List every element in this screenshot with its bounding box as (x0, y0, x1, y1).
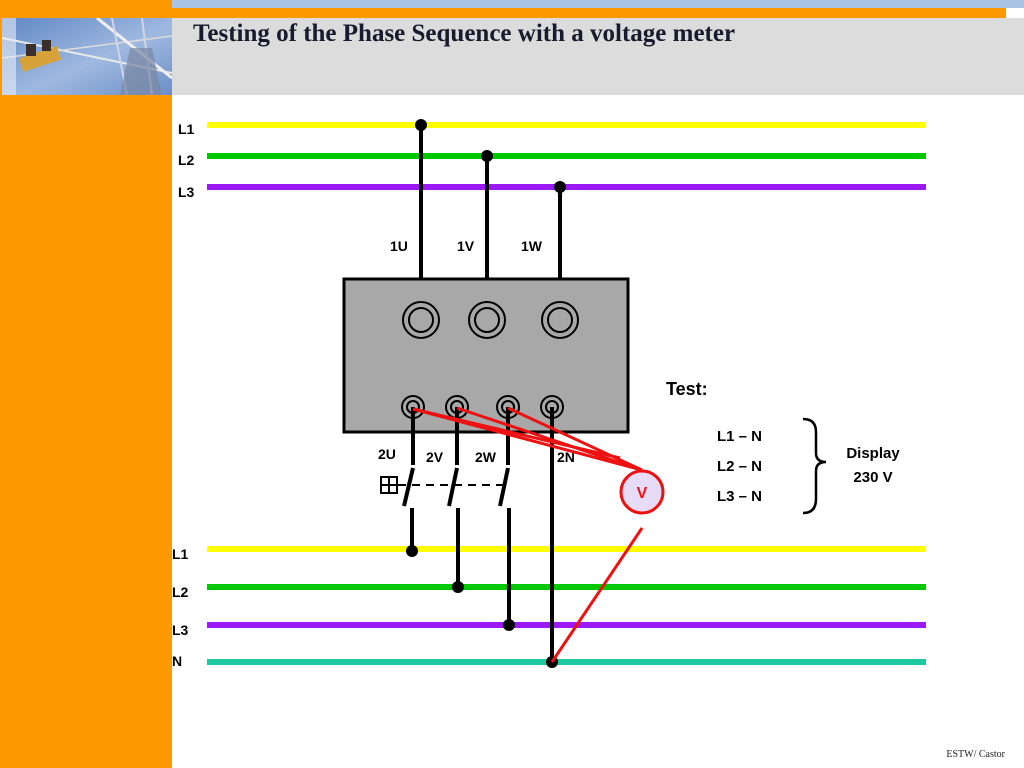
junction-dot (415, 119, 427, 131)
top-blue-stripe (172, 0, 1024, 8)
junction-dot (452, 581, 464, 593)
result-line2: 230 V (853, 469, 892, 486)
device-box (342, 277, 630, 434)
input-label-1v: 1V (457, 238, 475, 254)
input-terminal-1w (541, 301, 579, 339)
junction-dot (554, 181, 566, 193)
junction-dot (481, 150, 493, 162)
test-l2-n: L2 – N (717, 458, 762, 475)
voltmeter-label: V (637, 485, 648, 502)
page-title: Testing of the Phase Sequence with a vol… (193, 20, 736, 47)
junction-dot (503, 619, 515, 631)
junction-dot (406, 545, 418, 557)
result-line1: Display (846, 445, 900, 462)
test-heading: Test: (666, 379, 708, 399)
switch-2v (447, 407, 460, 587)
header-photo (2, 18, 172, 95)
output-label-2u: 2U (378, 446, 396, 462)
input-label-1u: 1U (390, 238, 408, 254)
lower-l3-label: L3 (172, 622, 189, 638)
switch-2w (498, 407, 511, 625)
upper-l3-label: L3 (178, 184, 195, 200)
left-accent-bar (0, 0, 172, 768)
upper-l1-label: L1 (178, 121, 195, 137)
top-accent-stripe-inner (172, 8, 1006, 18)
lower-n-label: N (172, 653, 182, 669)
output-label-2v: 2V (426, 449, 444, 465)
lower-l2-label: L2 (172, 584, 189, 600)
input-terminal-1v (468, 301, 506, 339)
footer-credit: ESTW/ Castor (946, 749, 1005, 760)
output-label-2w: 2W (475, 449, 497, 465)
voltmeter-icon (619, 469, 665, 515)
input-label-1w: 1W (521, 238, 543, 254)
switch-2u (402, 407, 415, 551)
test-leads (412, 406, 644, 663)
output-label-2n: 2N (557, 449, 575, 465)
input-terminal-1u (402, 301, 440, 339)
test-l3-n: L3 – N (717, 488, 762, 505)
title-band (172, 18, 1024, 95)
switch-actuator-icon (380, 476, 398, 494)
upper-l2-label: L2 (178, 152, 195, 168)
brace-icon (802, 417, 827, 515)
test-l1-n: L1 – N (717, 428, 762, 445)
lower-l1-label: L1 (172, 546, 189, 562)
